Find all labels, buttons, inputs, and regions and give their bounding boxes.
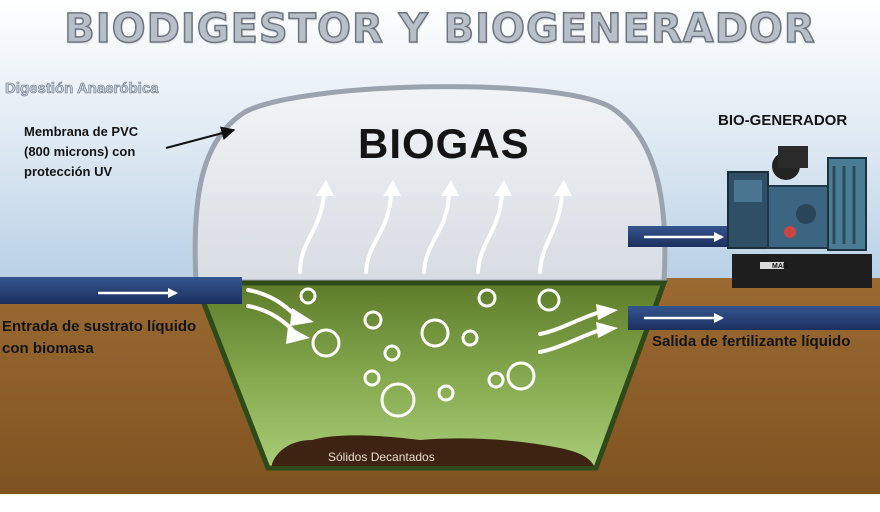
generator-brand: MAN	[772, 263, 788, 270]
input-label-line2: con biomasa	[2, 340, 94, 357]
sediment-label: Sólidos Decantados	[328, 450, 435, 464]
biogas-arrow	[364, 190, 393, 274]
gas-bubbles	[299, 287, 561, 418]
bio-generator-image: MAN	[727, 146, 872, 288]
outflow-arrows	[538, 310, 602, 354]
input-label: Entrada de sustrato líquido con biomasa	[2, 316, 196, 360]
digester-tank	[192, 280, 668, 471]
diagram-title: BIODIGESTOR Y BIOGENERADOR	[64, 5, 816, 53]
input-label-line1: Entrada de sustrato líquido	[2, 318, 197, 335]
biogas-arrow	[538, 190, 564, 274]
output-label: Salida de fertilizante líquido	[652, 333, 851, 350]
inlet-pipe	[0, 277, 242, 304]
membrane-label-line1: Membrana de PVC	[24, 124, 139, 139]
biogas-arrow	[298, 190, 326, 274]
sediment-layer	[272, 435, 594, 466]
process-subtitle: Digestión Anaeróbica	[5, 80, 159, 98]
biogas-flow-arrows	[298, 190, 564, 274]
generator-label: BIO-GENERADOR	[718, 112, 848, 129]
biogas-arrow	[476, 190, 504, 274]
membrane-label-line2: (800 microns) con	[24, 144, 136, 159]
membrane-label: Membrana de PVC (800 microns) con protec…	[24, 122, 138, 182]
membrane-pointer-arrow	[165, 126, 236, 149]
biogas-label: BIOGAS	[358, 120, 530, 167]
biogas-arrow	[422, 190, 451, 274]
membrane-label-line3: protección UV	[24, 164, 113, 179]
